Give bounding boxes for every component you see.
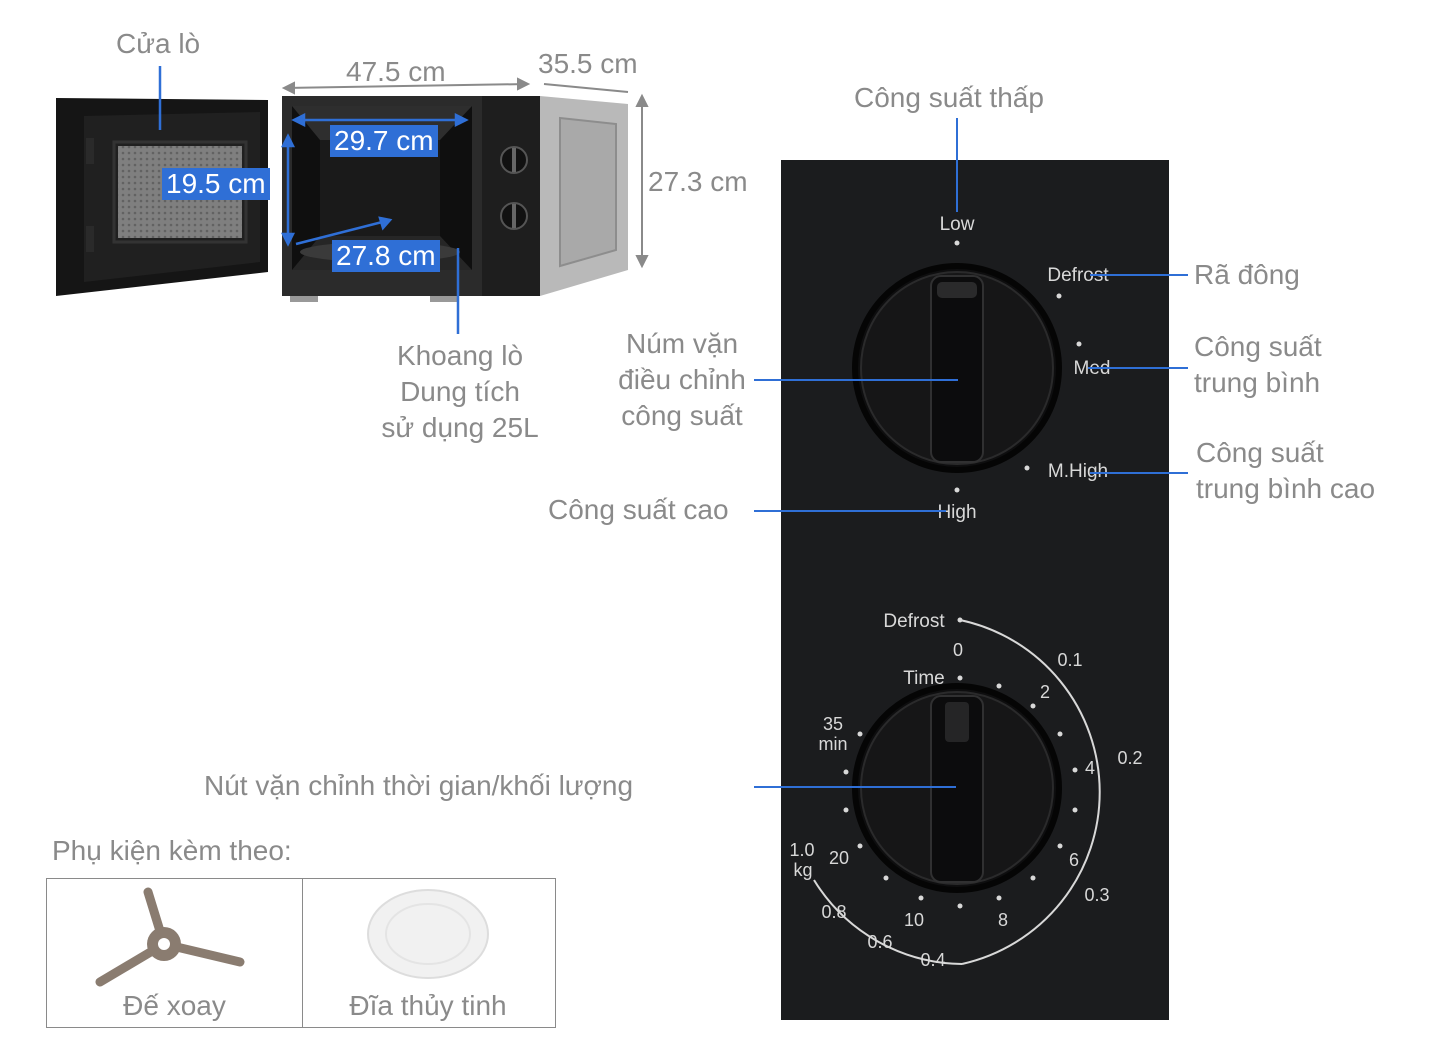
leader-lines — [754, 118, 1188, 788]
weight-unit: kg — [793, 860, 812, 880]
med-high-line-2: trung bình cao — [1196, 473, 1376, 504]
high-power-label: Công suất cao — [548, 494, 729, 525]
low-power-label: Công suất thấp — [854, 82, 1044, 113]
weight-0-8: 0.8 — [821, 902, 846, 922]
minute-6: 6 — [1069, 850, 1079, 870]
med-power-line-1: Công suất — [1194, 331, 1322, 362]
minute-unit: min — [818, 734, 847, 754]
minute-2: 2 — [1040, 682, 1050, 702]
weight-1-0: 1.0 — [789, 840, 814, 860]
cavity-label-line-3: sử dụng 25L — [381, 412, 539, 443]
weight-0-6: 0.6 — [867, 932, 892, 952]
power-knob-label: Núm vặn điều chỉnh công suất — [600, 326, 764, 434]
accessory-turntable-support: Đế xoay — [47, 879, 303, 1027]
power-knob-line-3: công suất — [621, 400, 743, 431]
timer-dots — [843, 617, 1078, 909]
mark-low: Low — [940, 214, 975, 235]
minute-8: 8 — [998, 910, 1008, 930]
weight-0-2: 0.2 — [1117, 748, 1142, 768]
power-knob — [852, 263, 1062, 473]
accessory-label: Đĩa thủy tinh — [349, 990, 507, 1021]
med-power-line-2: trung bình — [1194, 367, 1321, 398]
cavity-label-line-2: Dung tích — [400, 376, 520, 407]
accessories-table: Đế xoay Đĩa thủy tinh — [46, 878, 556, 1028]
minute-4: 4 — [1085, 758, 1095, 778]
outer-width-label: 47.5 cm — [346, 56, 446, 87]
outer-height-label: 27.3 cm — [648, 166, 748, 197]
cavity-label: Khoang lò Dung tích sử dụng 25L — [360, 338, 560, 446]
open-door — [56, 98, 268, 296]
defrost-label: Rã đông — [1194, 259, 1300, 290]
time-knob-label: Nút vặn chỉnh thời gian/khối lượng — [204, 770, 634, 801]
mark-defrost: Defrost — [1047, 265, 1109, 286]
minute-20: 20 — [829, 848, 849, 868]
med-power-label: Công suất trung bình — [1194, 329, 1322, 401]
power-dots — [954, 240, 1082, 493]
minute-35: 35 — [823, 714, 843, 734]
weight-arc — [959, 619, 1101, 965]
accessory-glass-plate: Đĩa thủy tinh — [302, 879, 554, 1027]
timer-time: Time — [903, 668, 945, 689]
door-label: Cửa lò — [116, 28, 201, 59]
glass-plate-image — [367, 889, 489, 979]
power-knob-line-2: điều chỉnh — [618, 364, 746, 395]
weight-0-1: 0.1 — [1057, 650, 1082, 670]
inner-dimension-lines — [158, 66, 469, 334]
accessory-label: Đế xoay — [123, 990, 226, 1021]
power-knob-line-1: Núm vặn — [625, 328, 739, 359]
weight-0-3: 0.3 — [1084, 885, 1109, 905]
minute-10: 10 — [904, 910, 924, 930]
mark-high: High — [937, 502, 976, 523]
inner-height-label: 19.5 cm — [162, 168, 270, 200]
inner-depth-label: 27.8 cm — [332, 240, 440, 272]
weight-0-4: 0.4 — [920, 950, 945, 970]
med-high-power-label: Công suất trung bình cao — [1196, 435, 1375, 507]
timer-defrost: Defrost — [883, 611, 945, 632]
mark-mhigh: M.High — [1048, 461, 1108, 482]
inner-width-label: 29.7 cm — [330, 125, 438, 157]
outer-dimension-lines — [281, 77, 649, 269]
med-high-line-1: Công suất — [1196, 437, 1324, 468]
accessories-title: Phụ kiện kèm theo: — [52, 835, 292, 866]
minute-0: 0 — [953, 640, 963, 660]
cavity-label-line-1: Khoang lò — [396, 340, 524, 371]
depth-label: 35.5 cm — [538, 48, 638, 79]
turntable-support-image — [95, 887, 245, 987]
weight-arc-lower — [813, 879, 963, 965]
